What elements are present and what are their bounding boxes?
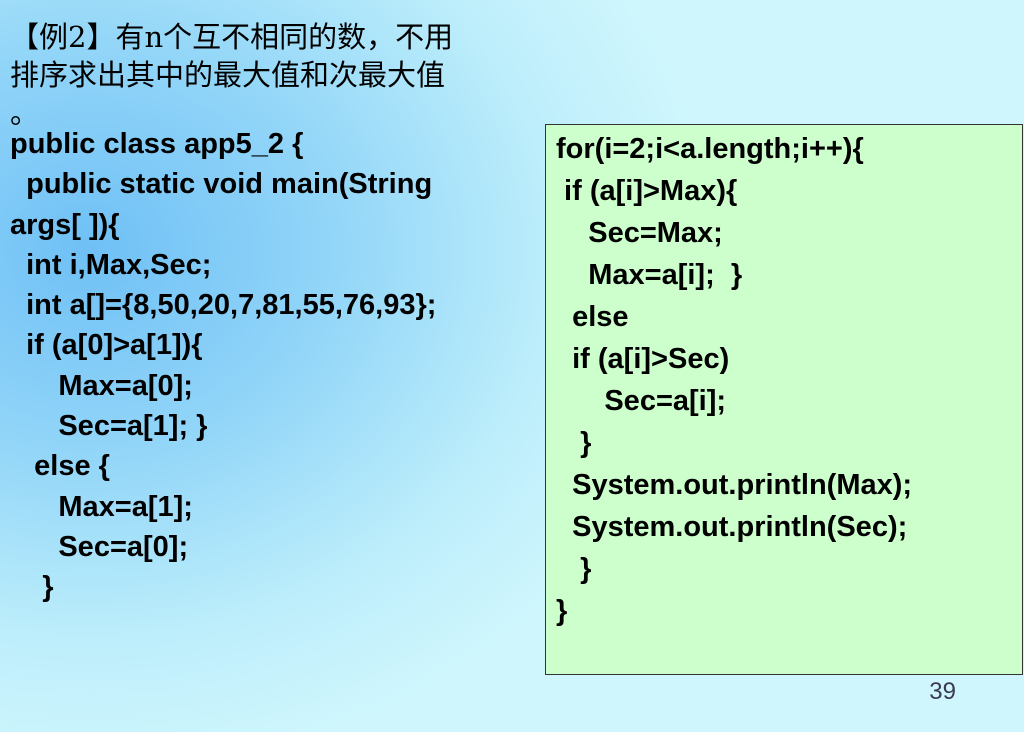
- code-line: Max=a[1];: [10, 490, 193, 523]
- code-line: }: [10, 571, 54, 604]
- code-line: Sec=Max;: [556, 217, 723, 249]
- code-line: }: [556, 427, 592, 459]
- code-line: int a[]={8,50,20,7,81,55,76,93};: [10, 289, 437, 322]
- code-line: }: [556, 595, 568, 627]
- right-code-box: for(i=2;i<a.length;i++){ if (a[i]>Max){ …: [545, 124, 1023, 675]
- code-line: Sec=a[0];: [10, 530, 189, 563]
- code-line: public static void main(String: [10, 168, 433, 201]
- right-code-block: for(i=2;i<a.length;i++){ if (a[i]>Max){ …: [556, 128, 1016, 632]
- code-line: if (a[i]>Sec): [556, 343, 730, 375]
- left-code-block: public class app5_2 { public static void…: [10, 124, 540, 608]
- code-line: args[ ]){: [10, 208, 120, 241]
- code-line: }: [556, 553, 592, 585]
- code-line: if (a[0]>a[1]){: [10, 329, 203, 362]
- page-number: 39: [929, 678, 956, 705]
- title-line-1: 【例2】有n个互不相同的数，不用: [10, 20, 454, 54]
- code-line: System.out.println(Sec);: [556, 511, 908, 543]
- code-line: else {: [10, 450, 110, 483]
- code-line: public class app5_2 {: [10, 128, 304, 160]
- slide-title: 【例2】有n个互不相同的数，不用 排序求出其中的最大值和次最大值 。: [10, 18, 550, 132]
- code-line: int i,Max,Sec;: [10, 248, 212, 281]
- code-line: Sec=a[i];: [556, 385, 727, 417]
- code-line: Max=a[0];: [10, 369, 193, 402]
- code-line: Max=a[i]; }: [556, 259, 743, 291]
- code-line: System.out.println(Max);: [556, 469, 913, 501]
- title-line-2: 排序求出其中的最大值和次最大值: [10, 58, 446, 92]
- code-line: for(i=2;i<a.length;i++){: [556, 133, 864, 165]
- code-line: if (a[i]>Max){: [556, 175, 738, 207]
- code-line: Sec=a[1]; }: [10, 410, 208, 443]
- code-line: else: [556, 301, 629, 333]
- title-line-3: 。: [10, 96, 40, 130]
